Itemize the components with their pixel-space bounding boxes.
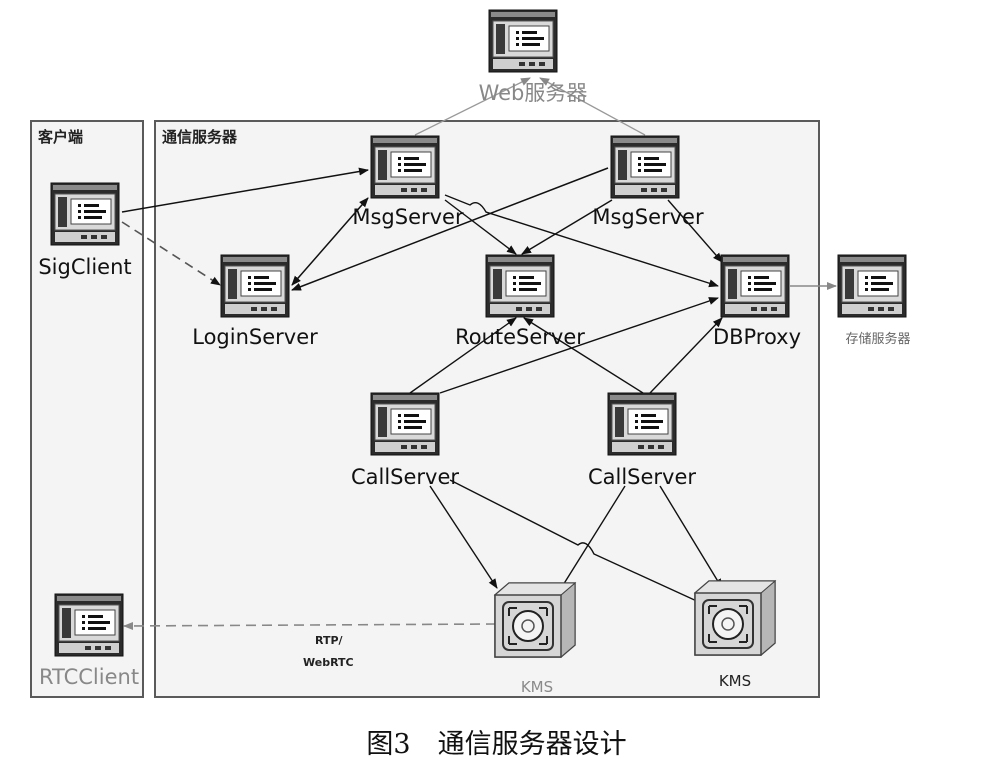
edge-msg2-route (521, 199, 613, 255)
rtcclient-node (54, 593, 124, 657)
callserver-1-node (370, 392, 440, 456)
edge-msg1-web (414, 77, 531, 136)
sigclient-label: SigClient (38, 255, 131, 279)
kms-2-icon (694, 580, 776, 656)
kms-1-label: KMS (521, 678, 553, 696)
routeserver-node (485, 254, 555, 318)
callserver-1-icon (370, 392, 440, 456)
callserver-2-node (607, 392, 677, 456)
edge-call1-kms2 (449, 479, 713, 609)
kms-1-icon (494, 582, 576, 658)
msgserver-1-label: MsgServer (352, 205, 464, 229)
storage-server-node (837, 254, 907, 318)
routeserver-icon (485, 254, 555, 318)
callserver-2-label: CallServer (588, 465, 696, 489)
edge-sigclient-login (121, 221, 221, 286)
edge-msg2-dbproxy (667, 199, 723, 263)
msgserver-1-icon (370, 135, 440, 199)
callserver-2-icon (607, 392, 677, 456)
edge-msg1-route (444, 199, 517, 255)
storage-server-icon (837, 254, 907, 318)
edge-login-msg1 (291, 197, 369, 286)
edge-msg2-web (539, 77, 646, 136)
comm-server-group-title: 通信服务器 (162, 128, 238, 146)
kms-2-node (694, 580, 776, 656)
loginserver-label: LoginServer (192, 325, 318, 349)
figure-caption: 图3 通信服务器设计 (366, 729, 627, 760)
rtp-label: RTP/ (315, 634, 344, 647)
web-server-icon (488, 9, 558, 73)
webrtc-label: WebRTC (303, 656, 354, 669)
client-group-title: 客户端 (38, 128, 84, 146)
edge-call1-dbproxy (439, 297, 719, 394)
edge-msg2-login (291, 167, 609, 291)
rtcclient-icon (54, 593, 124, 657)
sigclient-icon (50, 182, 120, 246)
edge-call2-route (523, 317, 644, 394)
edge-kms1-rtcclient (123, 621, 497, 630)
rtcclient-label: RTCClient (39, 665, 139, 689)
kms-2-label: KMS (719, 672, 751, 690)
dbproxy-icon (720, 254, 790, 318)
edge-sigclient-msg1 (121, 167, 369, 213)
sigclient-node (50, 182, 120, 246)
web-server-node (488, 9, 558, 73)
msgserver-1-node (370, 135, 440, 199)
web-server-label: Web服务器 (479, 81, 588, 105)
loginserver-node (220, 254, 290, 318)
msgserver-2-label: MsgServer (592, 205, 704, 229)
dbproxy-node (720, 254, 790, 318)
loginserver-icon (220, 254, 290, 318)
edge-call2-kms2 (659, 485, 723, 589)
dbproxy-label: DBProxy (713, 325, 801, 349)
storage-server-label: 存储服务器 (845, 331, 910, 347)
kms-1-node (494, 582, 576, 658)
edge-call1-route (409, 317, 517, 394)
msgserver-2-node (610, 135, 680, 199)
edge-msg1-dbproxy (444, 194, 719, 288)
msgserver-2-icon (610, 135, 680, 199)
edge-call1-kms1 (429, 485, 498, 589)
callserver-1-label: CallServer (351, 465, 459, 489)
routeserver-label: RouteServer (455, 325, 585, 349)
edge-call2-dbproxy (649, 317, 723, 394)
